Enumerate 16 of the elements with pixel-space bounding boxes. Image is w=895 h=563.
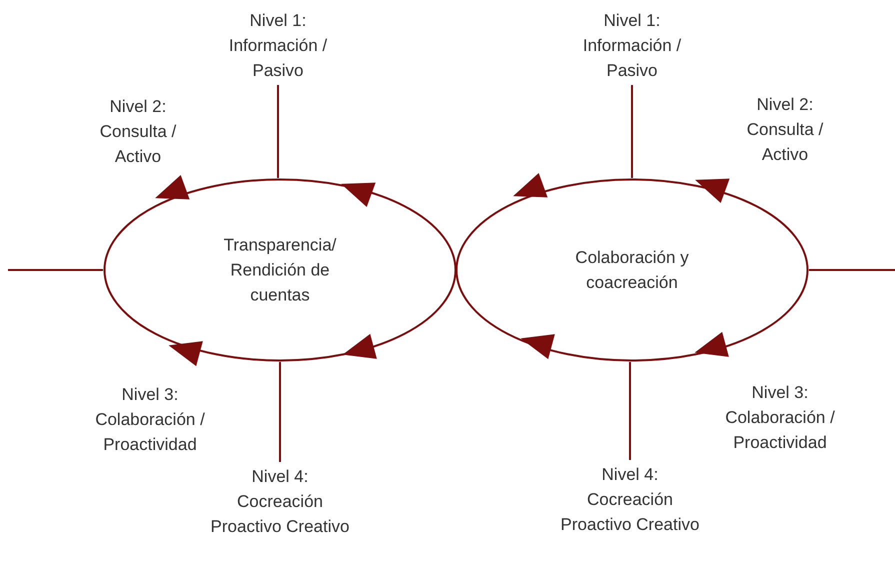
connector-line — [631, 85, 633, 178]
connector-line — [629, 362, 631, 460]
level-label: Nivel 2: Consulta / Activo — [746, 94, 824, 166]
level-label: Nivel 4: Cocreación Proactivo Creativo — [560, 462, 700, 537]
level-label: Nivel 3: Colaboración / Proactividad — [724, 382, 836, 454]
connector-line — [809, 269, 895, 271]
connector-line — [277, 85, 279, 178]
cycle-title: Transparencia/ Rendición de cuentas — [222, 234, 338, 306]
connector-line — [8, 269, 103, 271]
level-label: Nivel 1: Información / Pasivo — [203, 8, 353, 83]
level-label: Nivel 2: Consulta / Activo — [98, 96, 178, 168]
cycle-title: Colaboración y coacreación — [574, 247, 690, 294]
connector-line — [279, 362, 281, 462]
level-label: Nivel 3: Colaboración / Proactividad — [94, 384, 206, 456]
level-label: Nivel 4: Cocreación Proactivo Creativo — [210, 464, 350, 539]
level-label: Nivel 1: Información / Pasivo — [557, 8, 707, 83]
